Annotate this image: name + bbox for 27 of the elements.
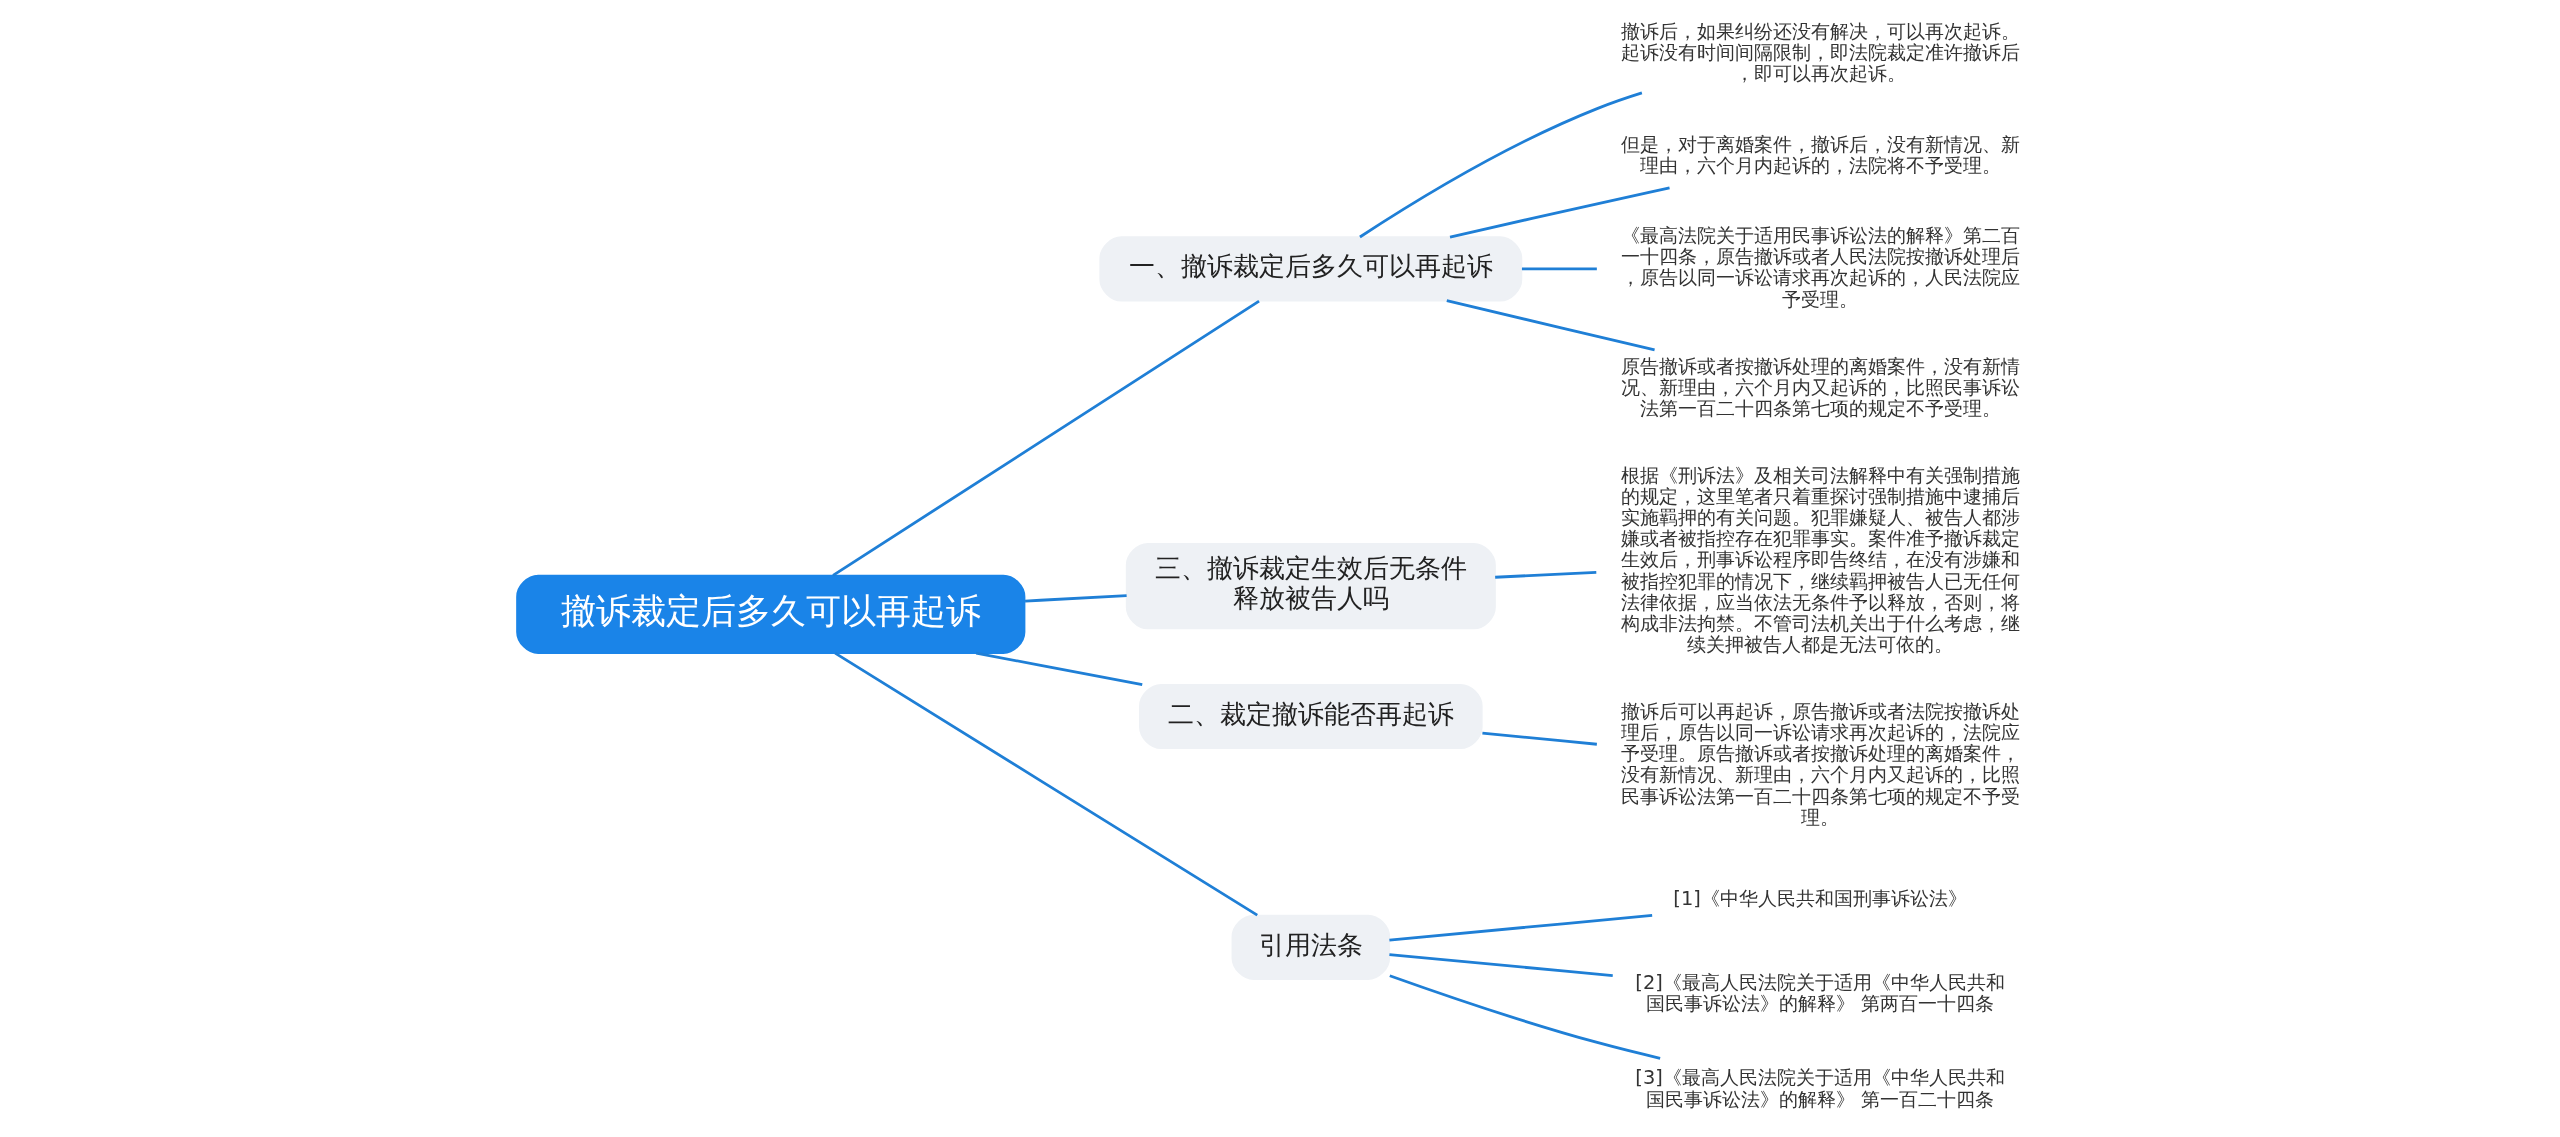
node-text: 原告撤诉或者按撤诉处理的离婚案件，没有新情况、新理由，六个月内又起诉的，比照民事诉讼法第一百二十四条第七项的规定不予受理。 [1620,354,2020,420]
node-text: [1]《中华人民共和国刑事诉讼法》 [1673,886,1967,910]
node-text: 但是，对于离婚案件，撤诉后，没有新情况、新理由，六个月内起诉的，法院将不予受理。 [1620,132,2020,177]
node-text: 根据《刑诉法》及相关司法解释中有关强制措施的规定，这里笔者只着重探讨强制措施中逮捕后实施羁押的有关问题。犯罪嫌疑人、被告人都涉嫌或者被指控存在犯罪事实。案件准予撤诉裁定生效后，刑事诉讼程序即告终结，在没有涉嫌和被指控犯罪的情况下，继续羁押被告人已无任何法律依据，应当依法无条件予以释放，否则，将构成非法拘禁。不管司法机关出于什么考虑，继续关押被告人都是无法可依的。 [1620,463,2020,656]
node-box: 引用法条 [1231,914,1391,980]
node-box: 二、裁定撤诉能否再起诉 [1139,683,1483,750]
node-box: 三、撤诉裁定生效后无条件释放被告人吗 [1125,542,1496,630]
connector [1482,731,1597,746]
connector [1521,267,1597,271]
node-box: 撤诉裁定后多久可以再起诉 [516,574,1026,654]
connector [975,651,1143,687]
node-text: 撤诉后可以再起诉，原告撤诉或者法院按撤诉处理后，原告以同一诉讼请求再次起诉的，法院应予受理。原告撤诉或者按撤诉处理的离婚案件，没有新情况、新理由，六个月内又起诉的，比照民事诉讼法第一百二十四条第七项的规定不予受理。 [1620,699,2020,829]
connector [1495,570,1597,579]
connector [1449,186,1670,239]
node-text: 撤诉后，如果纠纷还没有解决，可以再次起诉。起诉没有时间间隔限制，即法院裁定准许撤诉后，即可以再次起诉。 [1620,19,2020,86]
connector [834,651,1258,917]
node-text: [2]《最高人民法院关于适用《中华人民共和国民事诉讼法》的解释》 第两百一十四条 [1635,971,2005,1016]
connector [1389,914,1653,942]
node-box: 一、撤诉裁定后多久可以再起诉 [1099,236,1523,302]
node-text: [3]《最高人民法院关于适用《中华人民共和国民事诉讼法》的解释》 第一百二十四条 [1635,1066,2005,1111]
connector [1025,594,1127,603]
connector [1389,953,1613,977]
connector [1389,974,1661,1060]
node-text: 《最高法院关于适用民事诉讼法的解释》第二百一十四条，原告撤诉或者人民法院按撤诉处理后，原告以同一诉讼请求再次起诉的，人民法院应予受理。 [1620,224,2020,311]
connector [832,299,1260,577]
connector [1359,91,1643,239]
connector [1446,299,1655,352]
